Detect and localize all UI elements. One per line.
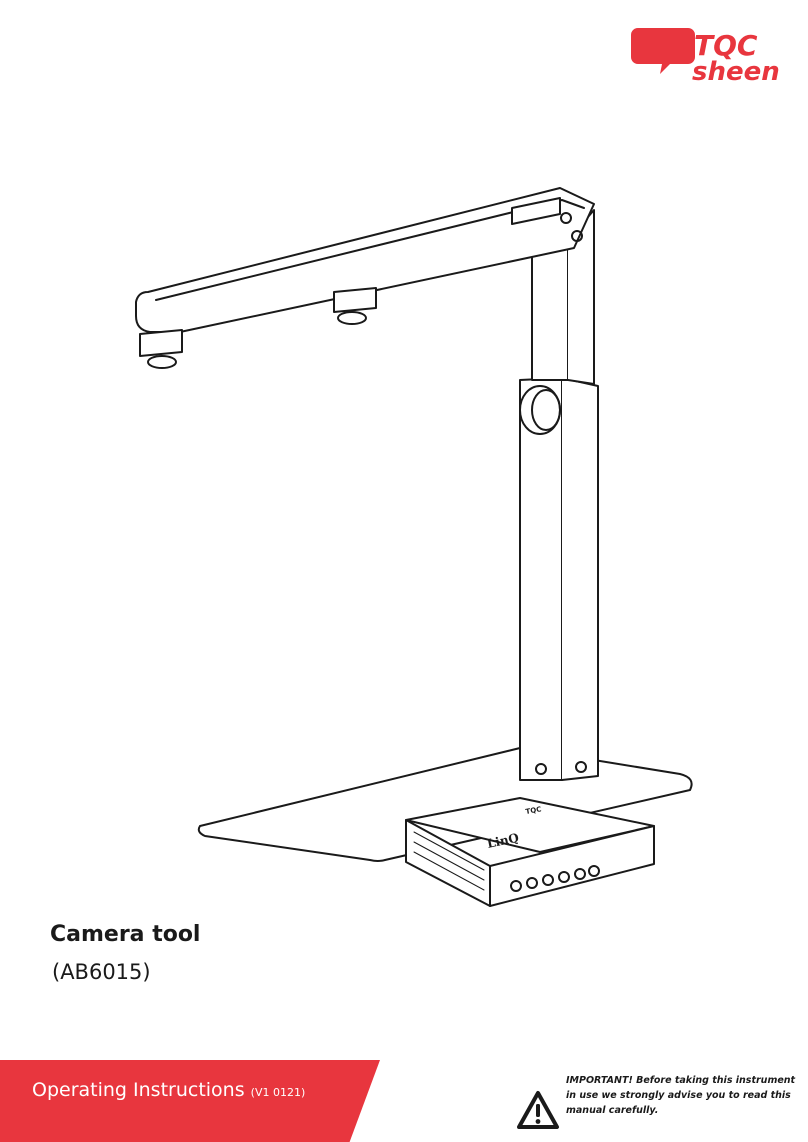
tqc-sheen-logo: TQC sheen (631, 28, 780, 87)
arm-edge (155, 199, 585, 301)
linq-label: LinQ (486, 831, 520, 851)
height-knob-face (531, 389, 561, 431)
linq-badge: TQC (525, 805, 542, 816)
port (558, 871, 570, 883)
logo-line1: TQC (694, 29, 758, 62)
linq-box-front (489, 825, 655, 907)
product-code: (AB6015) (52, 960, 151, 984)
screw (575, 761, 587, 773)
camera-stand-illustration: LinQ TQC (135, 187, 693, 907)
port (574, 868, 586, 880)
camera-center-lens (337, 311, 367, 325)
screw (560, 212, 572, 224)
footer-banner (0, 1060, 380, 1142)
port (510, 880, 522, 892)
screw (535, 763, 547, 775)
port (588, 865, 600, 877)
column-front (519, 377, 563, 781)
linq-vents (413, 831, 485, 891)
logo-line2: sheen (692, 57, 780, 87)
camera-left-lens (147, 355, 177, 369)
arm-clamp (511, 197, 561, 225)
port (526, 877, 538, 889)
product-title: Camera tool (50, 922, 201, 947)
document-type: Operating Instructions (V1 0121) (32, 1079, 305, 1101)
column-side (561, 377, 599, 781)
camera-left-body (139, 329, 183, 357)
important-notice: IMPORTANT! Before taking this instrument… (566, 1075, 796, 1116)
document-version: (V1 0121) (250, 1086, 306, 1099)
document-type-label: Operating Instructions (32, 1079, 245, 1101)
port (542, 874, 554, 886)
upper-column (531, 239, 569, 381)
screw (571, 230, 583, 242)
warning-triangle-icon (517, 1091, 559, 1129)
logo-speech-mark (631, 28, 695, 74)
camera-center-body (333, 287, 377, 313)
